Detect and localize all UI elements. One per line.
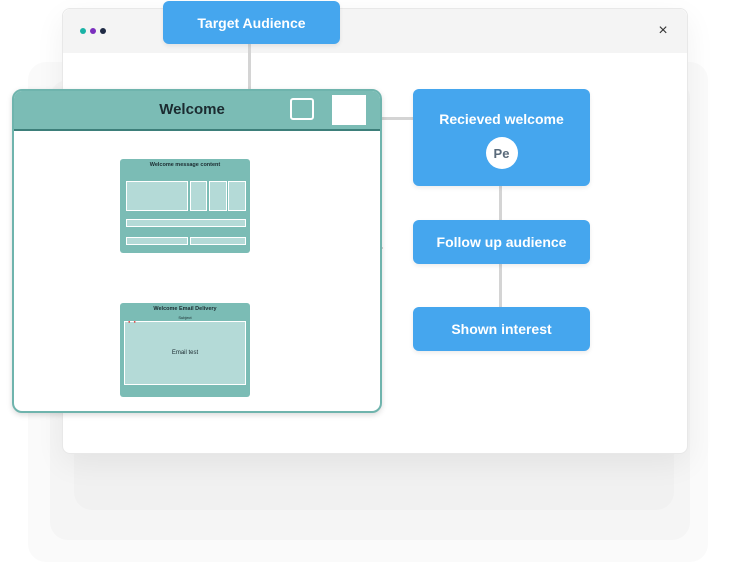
layout-block (190, 237, 246, 245)
panel-arrow-icon (316, 95, 326, 125)
panel-square-icon[interactable] (290, 98, 314, 120)
message-card-title: Welcome message content (149, 162, 221, 168)
window-dot-icon (90, 28, 96, 34)
received-welcome-node[interactable]: Recieved welcome Pe (413, 89, 590, 186)
target-audience-label: Target Audience (197, 14, 306, 31)
layout-block (126, 181, 188, 211)
avatar[interactable]: Pe (485, 137, 518, 169)
status-dots-icon: ● ● (128, 319, 137, 324)
target-audience-node[interactable]: Target Audience (163, 1, 340, 44)
shown-interest-label: Shown interest (451, 321, 552, 337)
welcome-panel-header: Welcome (14, 91, 380, 131)
panel-header-tab[interactable] (332, 95, 366, 125)
email-card-subtitle: Subject (178, 315, 192, 320)
email-delivery-card[interactable]: Welcome Email Delivery Subject Email tes… (120, 303, 250, 397)
layout-block (209, 181, 227, 211)
close-icon[interactable]: × (658, 22, 668, 39)
email-card-title: Welcome Email Delivery (153, 306, 217, 312)
received-welcome-label: Recieved welcome (439, 111, 564, 127)
message-content-card[interactable]: Welcome message content (120, 159, 250, 253)
layout-block (126, 237, 188, 245)
window-header: × (63, 9, 687, 53)
layout-block (190, 181, 207, 211)
follow-up-audience-node[interactable]: Follow up audience (413, 220, 590, 264)
follow-up-label: Follow up audience (436, 234, 567, 250)
email-preview: Email test (124, 321, 246, 385)
window-dot-icon (100, 28, 106, 34)
connector-line (378, 117, 414, 120)
layout-block (228, 181, 246, 211)
layout-block (126, 219, 246, 227)
welcome-panel[interactable]: Welcome Welcome message content Welcome … (12, 89, 382, 413)
connector-line (248, 44, 251, 90)
window-dot-icon (80, 28, 86, 34)
shown-interest-node[interactable]: Shown interest (413, 307, 590, 351)
connector-line (499, 186, 502, 220)
welcome-panel-title: Welcome (159, 101, 225, 118)
connector-line (499, 264, 502, 307)
email-body-text: Email test (171, 350, 199, 356)
